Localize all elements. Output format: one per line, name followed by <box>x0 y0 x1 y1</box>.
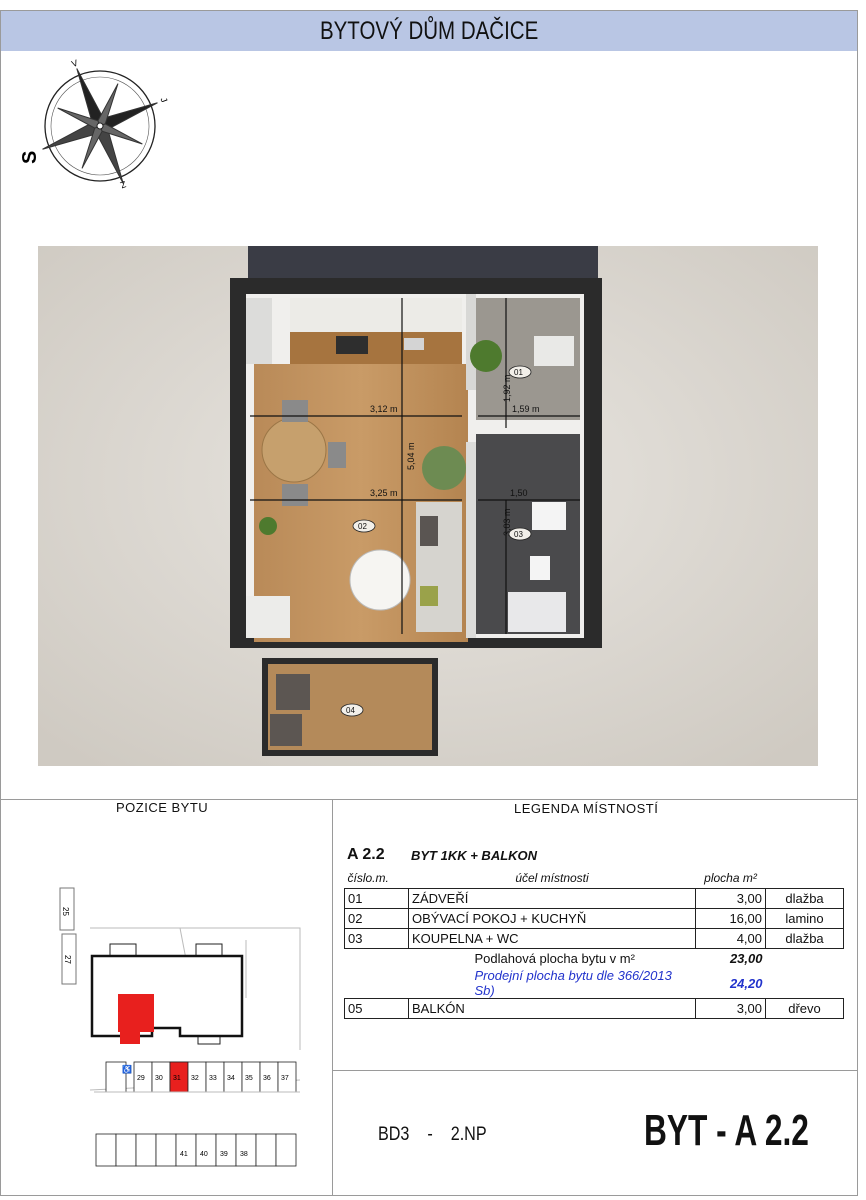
compass-label-j: J <box>159 96 170 104</box>
compass-rose-icon: S V J Z <box>19 58 170 190</box>
table-row: 01 ZÁDVEŘÍ 3,00 dlažba <box>344 887 844 909</box>
apartment-code: A 2.2 <box>347 846 385 863</box>
parking-spot-label: 37 <box>281 1075 289 1082</box>
room-tag: 01 <box>514 368 523 377</box>
site-map: 25 27 ♿ 29 30 31 32 33 34 35 36 37 41 40 39 38 <box>59 887 301 1167</box>
table-row: 03 KOUPELNA + WC 4,00 dlažba <box>344 927 844 949</box>
dim-label: 5,04 m <box>406 442 416 470</box>
side-label: 25 <box>61 907 70 916</box>
dim-label: 3,12 m <box>370 404 398 414</box>
floor-area-label: Podlahová plocha bytu v m² <box>474 950 635 966</box>
header-num: číslo.m. <box>347 870 389 885</box>
floor-area-row: Podlahová plocha bytu v m² 23,00 <box>345 948 844 968</box>
parking-spot-label: 38 <box>240 1151 248 1158</box>
apartment-type: BYT 1KK + BALKON <box>411 848 538 863</box>
dim-label: 3,25 m <box>370 488 398 498</box>
compass-label-s: S <box>19 151 41 164</box>
parking-spot <box>275 1133 297 1167</box>
room-tag: 02 <box>358 522 367 531</box>
parking-spot-label: 34 <box>227 1075 235 1082</box>
dim-label: 1,59 m <box>512 404 540 414</box>
dim-label: 3,03 m <box>502 508 512 536</box>
parking-spot-label: 29 <box>137 1075 145 1082</box>
building-code: BD3 <box>378 1124 410 1145</box>
compass-label-v: V <box>70 58 79 69</box>
parking-spot <box>215 1133 237 1167</box>
table-row: 02 OBÝVACÍ POKOJ + KUCHYŇ 16,00 lamino <box>344 907 844 929</box>
compass-label-z: Z <box>118 179 127 190</box>
room-tag: 04 <box>346 706 355 715</box>
room-tag: 03 <box>514 530 523 539</box>
position-title: POZICE BYTU <box>116 800 209 815</box>
parking-spot <box>235 1133 257 1167</box>
parking-spot-label: 33 <box>209 1075 217 1082</box>
header-area: plocha m² <box>704 870 757 885</box>
parking-spot-label: 39 <box>220 1151 228 1158</box>
apartment-highlight <box>118 994 154 1032</box>
dim-label: 1,92 m <box>502 374 512 402</box>
parking-spot <box>135 1133 157 1167</box>
parking-spot <box>95 1133 117 1167</box>
parking-spot-label: 36 <box>263 1075 271 1082</box>
divider <box>332 1070 857 1071</box>
floor-area-value: 23,00 <box>729 950 763 966</box>
divider <box>1 799 857 800</box>
floor-code: 2.NP <box>450 1124 487 1145</box>
parking-spot <box>255 1133 277 1167</box>
parking-spot-label: 40 <box>200 1151 208 1158</box>
sale-area-row: Prodejní plocha bytu dle 366/2013 Sb) 24… <box>345 968 844 999</box>
table-row: 05 BALKÓN 3,00 dřevo <box>344 998 844 1019</box>
parking-spot <box>155 1133 177 1167</box>
title-bar: BYTOVÝ DŮM DAČICE <box>1 11 857 51</box>
parking-spot-label: 31 <box>173 1075 181 1082</box>
divider <box>332 799 333 1196</box>
parking-spot-label: 30 <box>155 1075 163 1082</box>
page-frame <box>0 10 858 1196</box>
parking-spot <box>175 1133 197 1167</box>
floor-plan: 3,12 m 5,04 m 3,25 m 1,92 m 1,59 m 1,50 … <box>38 246 818 766</box>
sale-area-label: Prodejní plocha bytu dle 366/2013 Sb) <box>474 968 672 998</box>
separator: - <box>427 1124 433 1145</box>
header-purpose: účel místnosti <box>515 870 589 885</box>
side-label: 27 <box>63 955 72 964</box>
room-table: číslo.m. účel místnosti plocha m² 01 ZÁD… <box>344 868 844 1019</box>
apartment-id: BYT - A 2.2 <box>644 1106 809 1155</box>
page-title: BYTOVÝ DŮM DAČICE <box>319 17 539 45</box>
parking-spot <box>195 1133 217 1167</box>
accessible-icon: ♿ <box>122 1064 132 1074</box>
parking-spot-label: 35 <box>245 1075 253 1082</box>
floor-info: BD3 - 2.NP <box>378 1124 487 1146</box>
parking-spot <box>115 1133 137 1167</box>
parking-spot-label: 32 <box>191 1075 199 1082</box>
sale-area-value: 24,20 <box>729 975 763 991</box>
legend-title: LEGENDA MÍSTNOSTÍ <box>514 801 659 816</box>
parking-spot-label: 41 <box>180 1151 188 1158</box>
dim-label: 1,50 <box>510 488 528 498</box>
